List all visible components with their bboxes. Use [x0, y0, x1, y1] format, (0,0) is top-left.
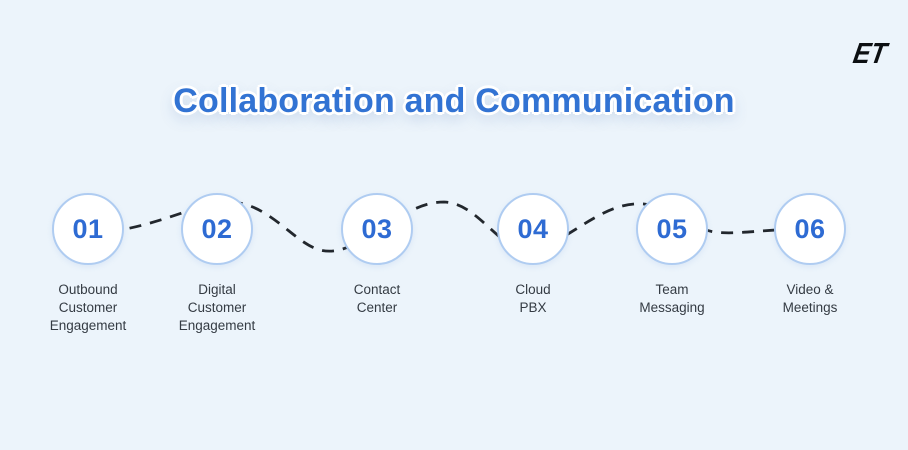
step-4-number: 04 — [517, 213, 549, 244]
step-2-label: Digital Customer Engagement — [178, 282, 256, 333]
step-5-circle: 05 — [636, 193, 708, 265]
step-2-number: 02 — [201, 213, 233, 244]
step-1: 01 Outbound Customer Engagement — [13, 193, 163, 334]
step-4-circle: 04 — [497, 193, 569, 265]
step-5-number: 05 — [656, 213, 688, 244]
step-3-number: 03 — [361, 213, 393, 244]
step-6-circle: 06 — [774, 193, 846, 265]
step-6: 06 Video & Meetings — [735, 193, 885, 317]
step-4-label: Cloud PBX — [515, 282, 551, 315]
step-3-circle: 03 — [341, 193, 413, 265]
step-4: 04 Cloud PBX — [458, 193, 608, 317]
step-2: 02 Digital Customer Engagement — [142, 193, 292, 334]
step-6-number: 06 — [794, 213, 826, 244]
step-5: 05 Team Messaging — [597, 193, 747, 317]
step-2-circle: 02 — [181, 193, 253, 265]
step-1-number: 01 — [72, 213, 104, 244]
step-3-label: Contact Center — [353, 282, 401, 315]
step-1-circle: 01 — [52, 193, 124, 265]
step-5-label: Team Messaging — [639, 282, 705, 315]
step-1-label: Outbound Customer Engagement — [49, 282, 127, 333]
page-title: Collaboration and Communication — [173, 82, 735, 120]
step-3: 03 Contact Center — [302, 193, 452, 317]
step-6-label: Video & Meetings — [782, 282, 838, 315]
